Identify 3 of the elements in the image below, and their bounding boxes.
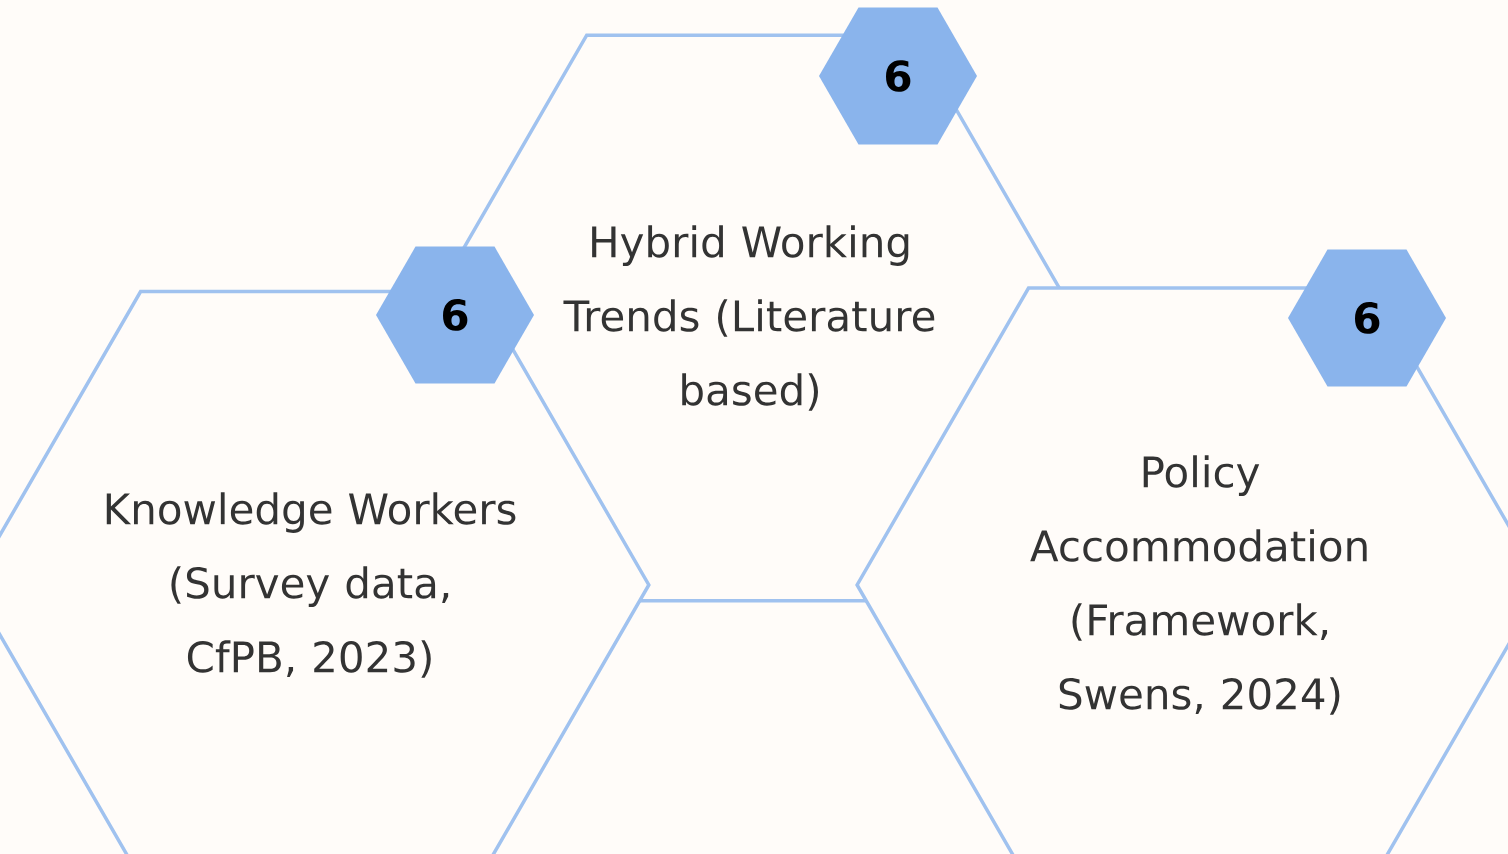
number-badge: 6 <box>819 7 977 145</box>
number-badge: 6 <box>376 246 534 384</box>
number-badge: 6 <box>1288 249 1446 387</box>
